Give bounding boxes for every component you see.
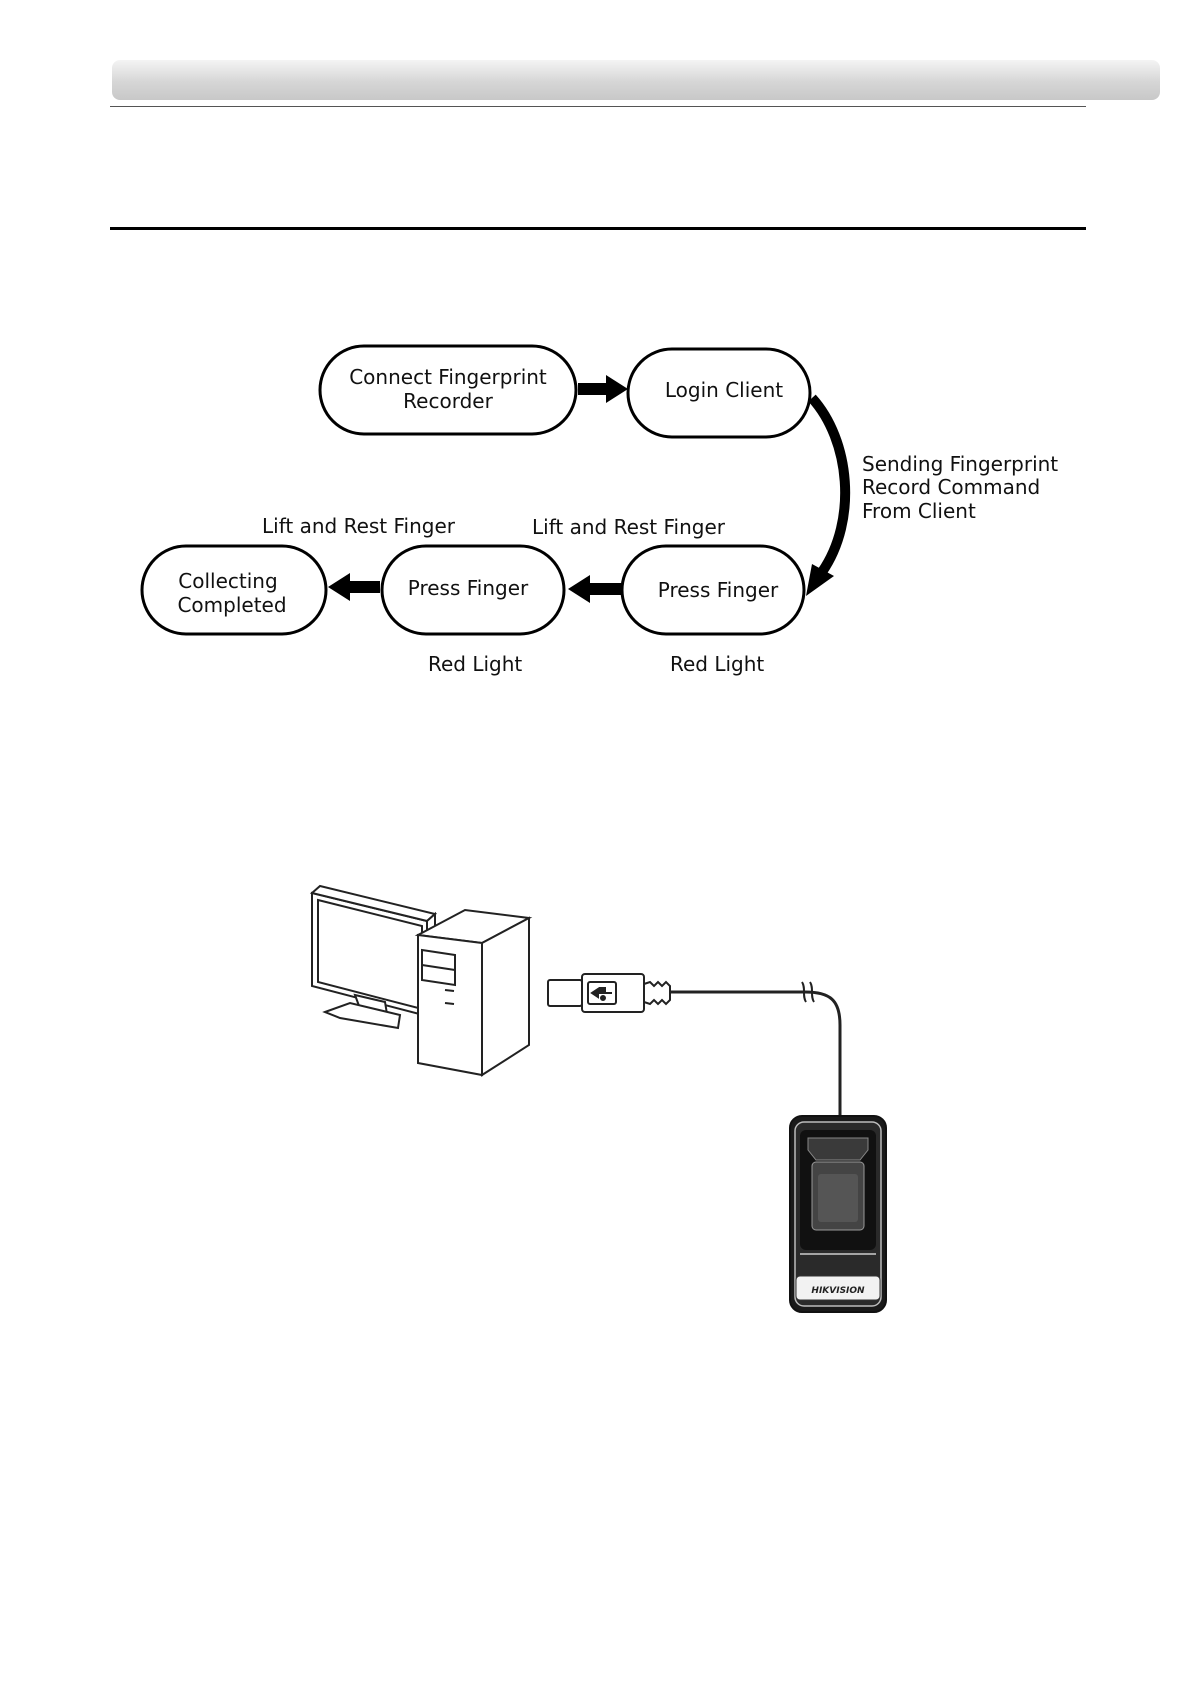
node-connect-line2: Recorder <box>403 389 493 413</box>
arrow-press-to-press <box>568 575 622 603</box>
node-login-client: Login Client <box>628 349 810 437</box>
usb-cable <box>670 992 840 1115</box>
note-send-command-line1: Sending Fingerprint <box>862 452 1058 476</box>
node-press-finger-second: Press Finger <box>382 546 564 634</box>
note-send-command-line2: Record Command <box>862 475 1040 499</box>
fingerprint-recorder-device: HIKVISION <box>790 1116 886 1312</box>
arrow-press-to-completed <box>328 573 380 601</box>
note-lift-rest-left: Lift and Rest Finger <box>262 514 456 538</box>
arrow-connect-to-login <box>578 375 628 403</box>
node-press-first-label: Press Finger <box>658 578 779 602</box>
note-red-light-right: Red Light <box>670 652 764 676</box>
node-press-second-label: Press Finger <box>408 576 529 600</box>
note-send-command-line3: From Client <box>862 499 976 523</box>
computer-tower-icon <box>418 910 529 1075</box>
note-red-light-left: Red Light <box>428 652 522 676</box>
fingerprint-collection-flowchart: Connect Fingerprint Recorder Login Clien… <box>0 0 1191 720</box>
cable-break-mark <box>802 982 814 1002</box>
node-connect-line1: Connect Fingerprint <box>349 365 547 389</box>
arrow-login-to-press <box>806 398 845 596</box>
node-completed-line2: Completed <box>177 593 286 617</box>
node-completed-line1: Collecting <box>178 569 277 593</box>
node-collecting-completed: Collecting Completed <box>142 546 326 634</box>
node-login-label: Login Client <box>665 378 783 402</box>
device-brand-label: HIKVISION <box>811 1286 865 1296</box>
usb-connector-icon <box>548 974 670 1012</box>
node-connect-recorder: Connect Fingerprint Recorder <box>320 346 576 434</box>
node-press-finger-first: Press Finger <box>622 546 804 634</box>
monitor-icon <box>312 886 435 1028</box>
note-lift-rest-right: Lift and Rest Finger <box>532 515 726 539</box>
